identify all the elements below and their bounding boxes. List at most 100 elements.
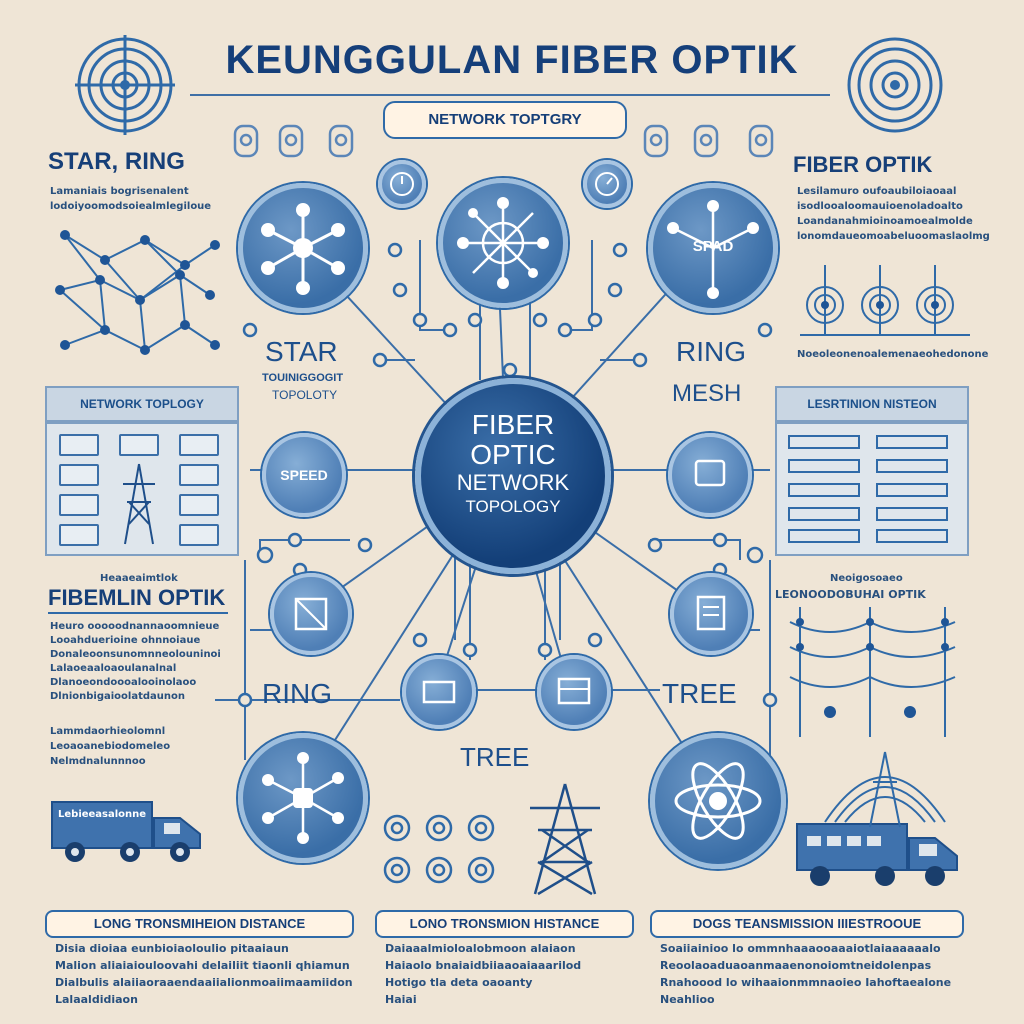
bus-network-icon — [262, 752, 344, 844]
left-low-line-6: Dlnionbigaioolatdaunon — [50, 691, 186, 702]
connector-icons-left — [233, 124, 354, 158]
right-low-heading: Neoigosoaeo — [830, 573, 903, 584]
left-low-line-5: Dlanoeondoooalooinolaoo — [50, 677, 197, 688]
network-hub-icon — [457, 197, 549, 289]
center-line-2: OPTIC — [470, 439, 556, 470]
left-low-extra-3: Nelmdnalunnnoo — [50, 756, 146, 767]
screen-icon — [557, 677, 591, 705]
star-network-icon — [261, 203, 345, 295]
panel-cell — [59, 434, 99, 456]
panel-cell — [179, 434, 219, 456]
left-low-line-1: Heuro ooooodnannaoomnieue — [50, 621, 220, 632]
left-low-extra-1: Lammdaorhieolomnl — [50, 726, 166, 737]
label-mesh: MESH — [672, 380, 742, 407]
document-node[interactable] — [670, 573, 752, 655]
bottom-middle-bullet-3: Hotigo tla deta oaoanty — [385, 976, 533, 989]
right-top-line-1: Lesilamuro oufoaubiloiaoaal — [797, 186, 957, 197]
right-panel — [775, 422, 969, 556]
right-top-heading: FIBER OPTIK — [793, 152, 933, 177]
bottom-right-bullet-3: Rnahoood lo wihaaionmmnaoieo Iahoftaealo… — [660, 976, 952, 989]
clock-icon — [390, 172, 414, 196]
mesh-topology-node[interactable] — [438, 178, 568, 308]
power-tower-icon — [123, 463, 155, 545]
clock-node-left[interactable] — [378, 160, 426, 208]
bottom-middle-bullet-2: Haiaolo bnaiaidbiiaaoaiaaarilod — [385, 959, 582, 972]
bottom-left-bullet-3: Dialbulis alaiiaoraaendaaiialionmoaiimaa… — [55, 976, 353, 989]
connector-icons-right — [643, 124, 774, 158]
panel-cell — [59, 494, 99, 516]
right-top-line-3: Loandanahmioinoamoealmolde — [797, 216, 973, 227]
bottom-middle-pill: LONO TRONSMION HISTANCE — [375, 910, 634, 938]
right-top-line-2: isodlooaloomauioenoladoalto — [797, 201, 963, 212]
bottom-right-pill: DOGS TEANSMISSION IIIESTROOUE — [650, 910, 964, 938]
title-divider — [190, 94, 830, 96]
left-low-extra-2: Leoaoanebiodomeleo — [50, 741, 171, 752]
speed-node[interactable]: SPEED — [262, 433, 346, 517]
atom-topology-node[interactable] — [650, 733, 786, 869]
bottom-left-bullet-1: Disia dioiaa eunbioiaoloulio pitaaiaun — [55, 942, 289, 955]
document-icon — [696, 595, 726, 631]
truck-icon-left — [51, 801, 201, 862]
left-low-line-4: Lalaoeaaloaoulanalnal — [50, 663, 177, 674]
label-tree-right: TREE — [662, 678, 737, 709]
panel-cell — [119, 434, 159, 456]
clock-icon — [595, 172, 619, 196]
label-star: STAR — [265, 336, 338, 367]
left-low-divider — [48, 612, 228, 614]
device-icon — [694, 459, 726, 487]
right-panel-title: LESRTINION NISTEON — [775, 386, 969, 422]
spad-topology-node[interactable]: SPAD — [648, 183, 778, 313]
page-title: KEUNGGULAN FIBER OPTIK — [225, 38, 799, 82]
bottom-left-pill: LONG TRONSMIHEION DISTANCE — [45, 910, 354, 938]
truck-icon-right — [796, 823, 958, 886]
coil-row-icon-2 — [383, 856, 495, 884]
map-icon — [294, 597, 328, 631]
bottom-left-bullet-4: Lalaaldidiaon — [55, 993, 138, 1006]
center-topology-circle[interactable]: FIBER OPTIC NETWORK TOPOLOGY — [415, 378, 611, 574]
coil-row-icon — [383, 814, 495, 842]
atom-icon — [674, 762, 762, 840]
bus-topology-node[interactable] — [238, 733, 368, 863]
spad-network-icon — [667, 200, 759, 299]
signal-radar-icon-right — [847, 37, 943, 133]
left-top-heading: STAR, RING — [48, 148, 185, 175]
signal-radar-icon — [75, 35, 175, 135]
ring-device-node[interactable] — [402, 655, 476, 729]
mesh-network-icon — [55, 230, 220, 355]
star-topology-node[interactable] — [238, 183, 368, 313]
speed-label: SPEED — [280, 467, 328, 483]
bottom-left-bullet-2: Malion aliaiaiouloovahi delailiit tiaonl… — [55, 959, 350, 972]
label-star-sub-2: TOPOLOTY — [272, 388, 338, 402]
fiber-coil-icons — [800, 265, 970, 336]
clock-node-right[interactable] — [583, 160, 631, 208]
subtitle-pill: NETWORK TOPTGRY — [383, 101, 627, 139]
left-top-line-1: Lamaniais bogrisenalent — [50, 186, 189, 197]
panel-cell — [179, 464, 219, 486]
panel-cell — [59, 464, 99, 486]
bottom-right-bullet-4: Neahlioo — [660, 993, 715, 1006]
transmission-tower-icon-right — [824, 751, 946, 828]
right-low-sub: LEONOODOBUHAI OPTIK — [775, 588, 926, 601]
right-top-footer: Noeoleonenoalemenaeohedonone — [797, 349, 989, 360]
panel-cell — [179, 494, 219, 516]
tree-device-node[interactable] — [537, 655, 611, 729]
left-top-line-2: lodoiyoomodsoiealmlegiloue — [50, 201, 212, 212]
left-low-line-2: Looahduerioine ohnnoiaue — [50, 635, 201, 646]
power-lines-icon — [789, 607, 956, 737]
bottom-right-bullet-1: Soaiiainioo lo ommnhaaaooaaaiotlaiaaaaaa… — [660, 942, 941, 955]
label-ring-bottom: RING — [262, 678, 332, 709]
left-panel — [45, 422, 239, 556]
data-grid-icon — [788, 435, 948, 543]
transmission-tower-icon — [530, 783, 600, 896]
right-top-line-4: lonomdaueomoabeluoomaslaolmg — [797, 231, 990, 242]
device-node[interactable] — [668, 433, 752, 517]
bottom-middle-bullet-1: Daiaaalmioloalobmoon alaiaon — [385, 942, 576, 955]
spad-label: SPAD — [692, 238, 734, 255]
truck-left-text: Lebieeasalonne — [58, 809, 147, 820]
bottom-right-bullet-2: Reoolaoaduaoanmaaenonoiomtneidolenpas — [660, 959, 932, 972]
left-low-kicker: Heaaeaimtlok — [100, 573, 178, 584]
bottom-middle-bullet-4: Haiai — [385, 993, 417, 1006]
screen-icon — [422, 680, 456, 704]
panel-cell — [59, 524, 99, 546]
map-node[interactable] — [270, 573, 352, 655]
